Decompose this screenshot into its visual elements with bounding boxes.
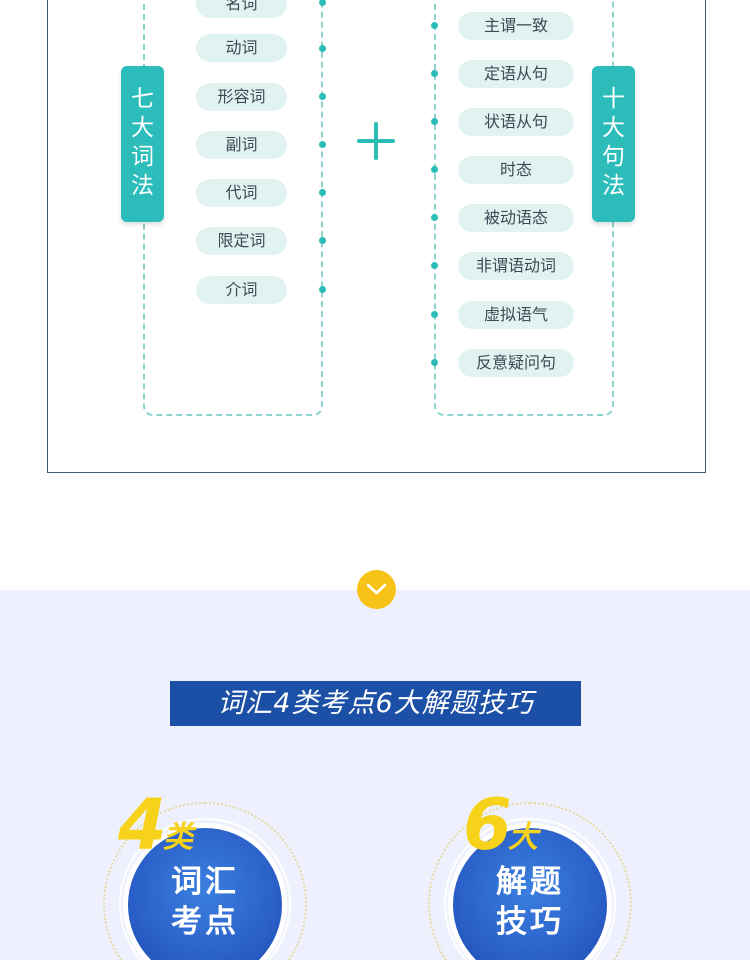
right-item-subjunctive: 虚拟语气 (458, 301, 574, 329)
bullet-dot (431, 311, 438, 318)
tag-ten-syntax: 十 大 句 法 (592, 66, 635, 222)
tag-char: 十 (602, 86, 625, 112)
tag-char: 句 (602, 144, 625, 170)
bullet-dot (431, 22, 438, 29)
left-item-adverb: 副词 (196, 131, 287, 159)
left-item-pronoun: 代词 (196, 179, 287, 207)
right-item-agreement: 主谓一致 (458, 12, 574, 40)
tag-char: 法 (131, 173, 154, 199)
badge-line: 词汇 (171, 864, 239, 900)
badge-line: 考点 (171, 904, 239, 940)
tag-char: 七 (131, 86, 154, 112)
bullet-dot (319, 141, 326, 148)
right-item-tense: 时态 (458, 156, 574, 184)
bullet-dot (431, 262, 438, 269)
tag-char: 大 (602, 115, 625, 141)
bullet-dot (319, 189, 326, 196)
tag-char: 大 (131, 115, 154, 141)
left-column-frame (143, 0, 323, 416)
badge-suffix: 类 (163, 820, 193, 855)
bullet-dot (431, 70, 438, 77)
left-item-adjective: 形容词 (196, 83, 287, 111)
bullet-dot (319, 45, 326, 52)
bullet-dot (319, 93, 326, 100)
left-item-preposition: 介词 (196, 276, 287, 304)
right-item-tag-question: 反意疑问句 (458, 349, 574, 377)
bullet-dot (431, 359, 438, 366)
badge-vocab-points: 词汇 考点 (128, 828, 282, 960)
plus-icon (357, 122, 395, 160)
badge-suffix: 大 (508, 820, 538, 855)
badge-number: 4 (118, 784, 167, 866)
right-item-attributive-clause: 定语从句 (458, 60, 574, 88)
right-item-adverbial-clause: 状语从句 (458, 108, 574, 136)
bullet-dot (431, 166, 438, 173)
bullet-dot (319, 237, 326, 244)
section-title-banner: 词汇4类考点6大解题技巧 (170, 681, 581, 726)
right-item-passive: 被动语态 (458, 204, 574, 232)
badge-line: 技巧 (496, 904, 564, 940)
badge-number: 6 (463, 784, 512, 866)
left-item-noun: 名词 (196, 0, 287, 18)
left-item-verb: 动词 (196, 34, 287, 62)
chevron-down-icon (357, 570, 396, 609)
tag-seven-grammar: 七 大 词 法 (121, 66, 164, 222)
bullet-dot (431, 214, 438, 221)
badge-line: 解题 (496, 864, 564, 900)
bullet-dot (319, 286, 326, 293)
tag-char: 法 (602, 173, 625, 199)
left-item-determiner: 限定词 (196, 227, 287, 255)
bullet-dot (431, 118, 438, 125)
tag-char: 词 (131, 144, 154, 170)
right-item-nonfinite: 非谓语动词 (458, 252, 574, 280)
badge-solving-skills: 解题 技巧 (453, 828, 607, 960)
bullet-dot (319, 0, 326, 6)
